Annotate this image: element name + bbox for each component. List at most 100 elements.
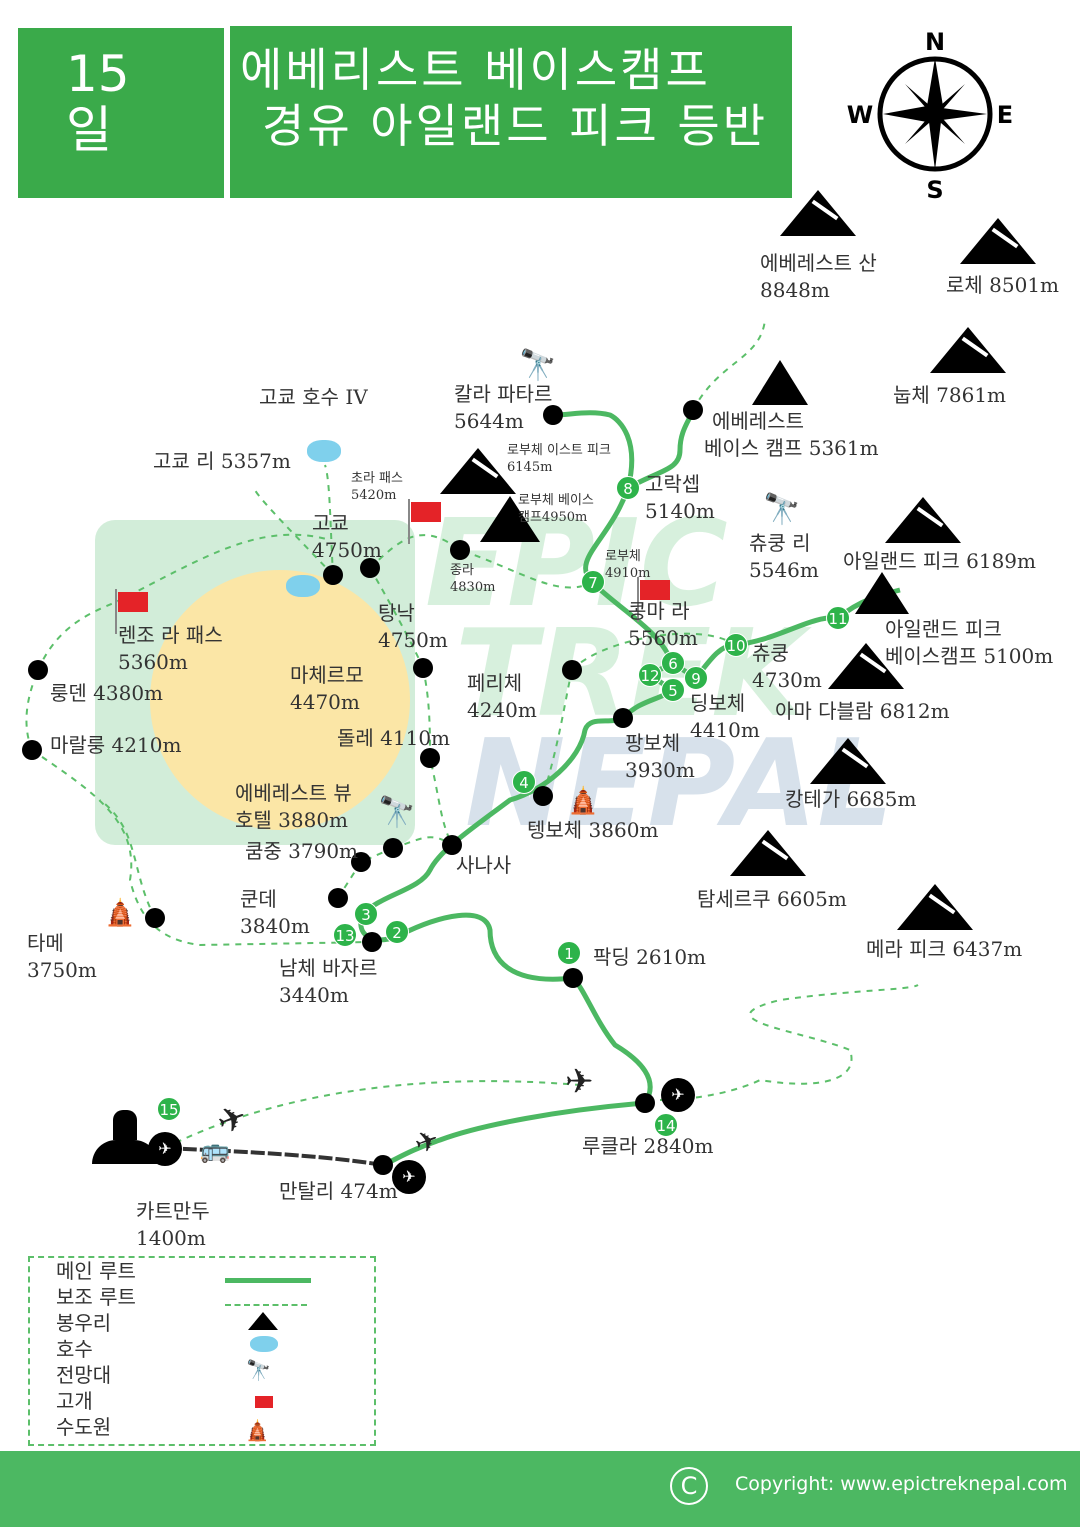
binoculars-icon: 🔭 bbox=[763, 492, 801, 527]
location-dot bbox=[328, 888, 348, 908]
location-dot bbox=[28, 660, 48, 680]
location-dot bbox=[145, 908, 165, 928]
compass-e: E bbox=[997, 101, 1013, 129]
pass-flag-icon bbox=[408, 499, 441, 544]
legend-lake-icon bbox=[250, 1336, 278, 1352]
peak-icon bbox=[885, 497, 961, 543]
logo-sun bbox=[150, 570, 410, 830]
peak-icon bbox=[780, 190, 856, 236]
copyright-icon: C bbox=[670, 1467, 708, 1505]
pass-flag-icon bbox=[115, 589, 148, 634]
compass-s: S bbox=[926, 176, 943, 203]
pass-flag-icon bbox=[637, 577, 670, 622]
day-marker: 4 bbox=[512, 770, 536, 794]
legend-viewpoint: 전망대 bbox=[56, 1363, 112, 1387]
compass-icon: N S W E bbox=[847, 28, 1013, 203]
day-marker: 8 bbox=[616, 476, 640, 500]
airport-icon: ✈ bbox=[148, 1132, 182, 1166]
legend-main-line bbox=[225, 1278, 311, 1283]
tent-icon bbox=[480, 496, 540, 542]
day-marker: 15 bbox=[157, 1097, 181, 1121]
copyright-text: Copyright: www.epictreknepal.com bbox=[735, 1473, 1068, 1495]
label-manthali: 만탈리 474m bbox=[279, 1179, 398, 1203]
location-dot bbox=[533, 786, 553, 806]
location-dot bbox=[413, 658, 433, 678]
location-dot bbox=[442, 835, 462, 855]
label-phakding: 팍딩 2610m bbox=[593, 945, 707, 969]
label-thamserku: 탐세르쿠 6605m bbox=[697, 887, 847, 911]
airport-icon: ✈ bbox=[392, 1160, 426, 1194]
compass-w: W bbox=[847, 101, 873, 129]
tent-icon bbox=[752, 360, 808, 405]
day-marker: 11 bbox=[826, 606, 850, 630]
legend-alt-line bbox=[225, 1304, 307, 1306]
day-marker: 13 bbox=[333, 923, 357, 947]
lake-icon bbox=[307, 440, 341, 462]
compass-n: N bbox=[925, 28, 945, 56]
day-marker: 9 bbox=[684, 666, 708, 690]
legend-monastery: 수도원 bbox=[56, 1415, 112, 1439]
legend-peak-icon bbox=[248, 1312, 278, 1330]
title-line2: 경유 아일랜드 피크 등반 bbox=[262, 99, 769, 153]
day-marker: 12 bbox=[638, 663, 662, 687]
label-lhotse: 로체 8501m bbox=[946, 273, 1060, 297]
location-dot bbox=[383, 838, 403, 858]
day-marker: 7 bbox=[581, 570, 605, 594]
legend-peak: 봉우리 bbox=[56, 1311, 112, 1335]
location-dot bbox=[420, 748, 440, 768]
location-dot bbox=[543, 405, 563, 425]
binoculars-icon: 🔭 bbox=[378, 795, 416, 830]
peak-icon bbox=[730, 830, 806, 876]
airport-icon: ✈ bbox=[661, 1078, 695, 1112]
lake-icon bbox=[286, 575, 320, 597]
wm-1: EPIC bbox=[425, 495, 728, 634]
legend-alt-route: 보조 루트 bbox=[56, 1285, 136, 1309]
days-unit: 일 bbox=[66, 101, 112, 159]
location-dot bbox=[351, 852, 371, 872]
day-marker: 1 bbox=[557, 941, 581, 965]
legend-monastery-icon: 🛕 bbox=[245, 1418, 270, 1442]
label-sanasa: 사나사 bbox=[456, 853, 512, 877]
day-marker: 3 bbox=[354, 902, 378, 926]
location-dot bbox=[635, 1093, 655, 1113]
days-number: 15 bbox=[66, 45, 130, 103]
day-marker: 14 bbox=[654, 1113, 678, 1137]
label-lukla: 루클라 2840m bbox=[582, 1134, 714, 1158]
stupa-icon bbox=[92, 1110, 158, 1176]
label-ama-dablam: 아마 다블람 6812m bbox=[775, 699, 950, 723]
title-line1: 에베리스트 베이스캠프 bbox=[240, 43, 711, 97]
tent-icon bbox=[855, 572, 909, 614]
label-lungden: 룽덴 4380m bbox=[50, 681, 164, 705]
location-dot bbox=[563, 968, 583, 988]
legend-binoculars-icon: 🔭 bbox=[246, 1358, 271, 1382]
location-dot bbox=[360, 558, 380, 578]
footer: C Copyright: www.epictreknepal.com bbox=[0, 1451, 1080, 1527]
day-marker: 6 bbox=[661, 651, 685, 675]
peak-icon bbox=[897, 884, 973, 930]
monastery-icon: 🛕 bbox=[104, 898, 137, 928]
legend-lake: 호수 bbox=[56, 1337, 93, 1361]
peak-icon bbox=[440, 448, 516, 494]
location-dot bbox=[450, 540, 470, 560]
location-dot bbox=[613, 708, 633, 728]
bus-icon: 🚌 bbox=[200, 1136, 230, 1164]
label-khumjung: 쿰중 3790m bbox=[245, 839, 359, 863]
day-marker: 5 bbox=[661, 678, 685, 702]
airplane-icon: ✈ bbox=[565, 1062, 594, 1102]
